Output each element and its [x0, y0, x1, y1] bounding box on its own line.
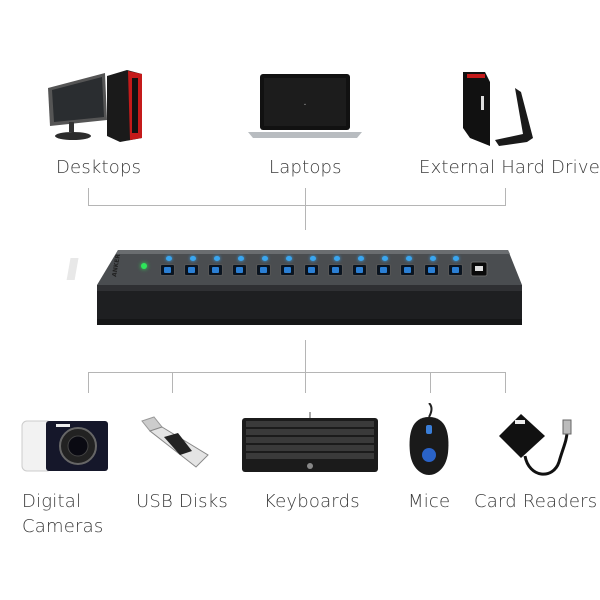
usb-port-10: [376, 264, 391, 276]
bottom-connector-drop-1: [88, 372, 89, 393]
port-led-3: [214, 256, 220, 261]
device-label-digital-cameras-line1: Digital: [22, 491, 82, 512]
bottom-connector-drop-2: [172, 372, 173, 393]
top-connector-bar: [88, 205, 506, 206]
bottom-connector-drop-5: [505, 372, 506, 393]
usb-port-6: [280, 264, 295, 276]
device-label-keyboards: Keyboards: [264, 491, 360, 512]
desktop-computer-icon: [45, 68, 145, 143]
device-label-card-readers: Card Readers: [474, 491, 598, 512]
mouse-icon: [404, 402, 454, 475]
port-led-2: [190, 256, 196, 261]
digital-camera-icon: [20, 415, 110, 473]
power-led-icon: [141, 263, 147, 269]
keyboard-icon: [240, 412, 380, 474]
host-label-laptops: Laptops: [269, 157, 342, 178]
device-label-mice: Mice: [408, 491, 451, 512]
bottom-connector-bar: [88, 372, 506, 373]
device-label-digital-cameras-line2: Cameras: [22, 516, 104, 537]
usb-port-13: [448, 264, 463, 276]
port-led-5: [262, 256, 268, 261]
port-led-6: [286, 256, 292, 261]
bottom-connector-drop-4: [430, 372, 431, 393]
port-led-9: [358, 256, 364, 261]
port-led-8: [334, 256, 340, 261]
svg-text:⌄: ⌄: [303, 101, 307, 107]
device-label-usb-disks: USB Disks: [136, 491, 228, 512]
port-led-4: [238, 256, 244, 261]
card-reader-icon: [495, 410, 575, 485]
usb-disk-icon: [140, 415, 210, 473]
laptop-icon: ⌄: [245, 72, 365, 140]
external-hard-drive-icon: [455, 68, 540, 148]
usb-port-8: [328, 264, 343, 276]
usb-port-4: [232, 264, 247, 276]
bottom-connector-center-rise: [305, 340, 306, 393]
usb-port-3: [208, 264, 223, 276]
host-label-external-hard-drive: External Hard Drive: [419, 157, 600, 178]
port-led-11: [406, 256, 412, 261]
usb-port-11: [400, 264, 415, 276]
host-label-desktops: Desktops: [56, 157, 142, 178]
usb-port-2: [184, 264, 199, 276]
top-connector-center-drop: [305, 188, 306, 230]
hub-brand-logo: ANKER: [111, 253, 122, 278]
port-led-1: [166, 256, 172, 261]
usb-port-12: [424, 264, 439, 276]
usb-port-5: [256, 264, 271, 276]
port-led-12: [430, 256, 436, 261]
usb-port-9: [352, 264, 367, 276]
usb-port-1: [160, 264, 175, 276]
port-led-10: [382, 256, 388, 261]
port-led-7: [310, 256, 316, 261]
top-connector-left-drop: [88, 188, 89, 206]
port-led-13: [453, 256, 459, 261]
usb-port-7: [304, 264, 319, 276]
top-connector-right-drop: [505, 188, 506, 206]
